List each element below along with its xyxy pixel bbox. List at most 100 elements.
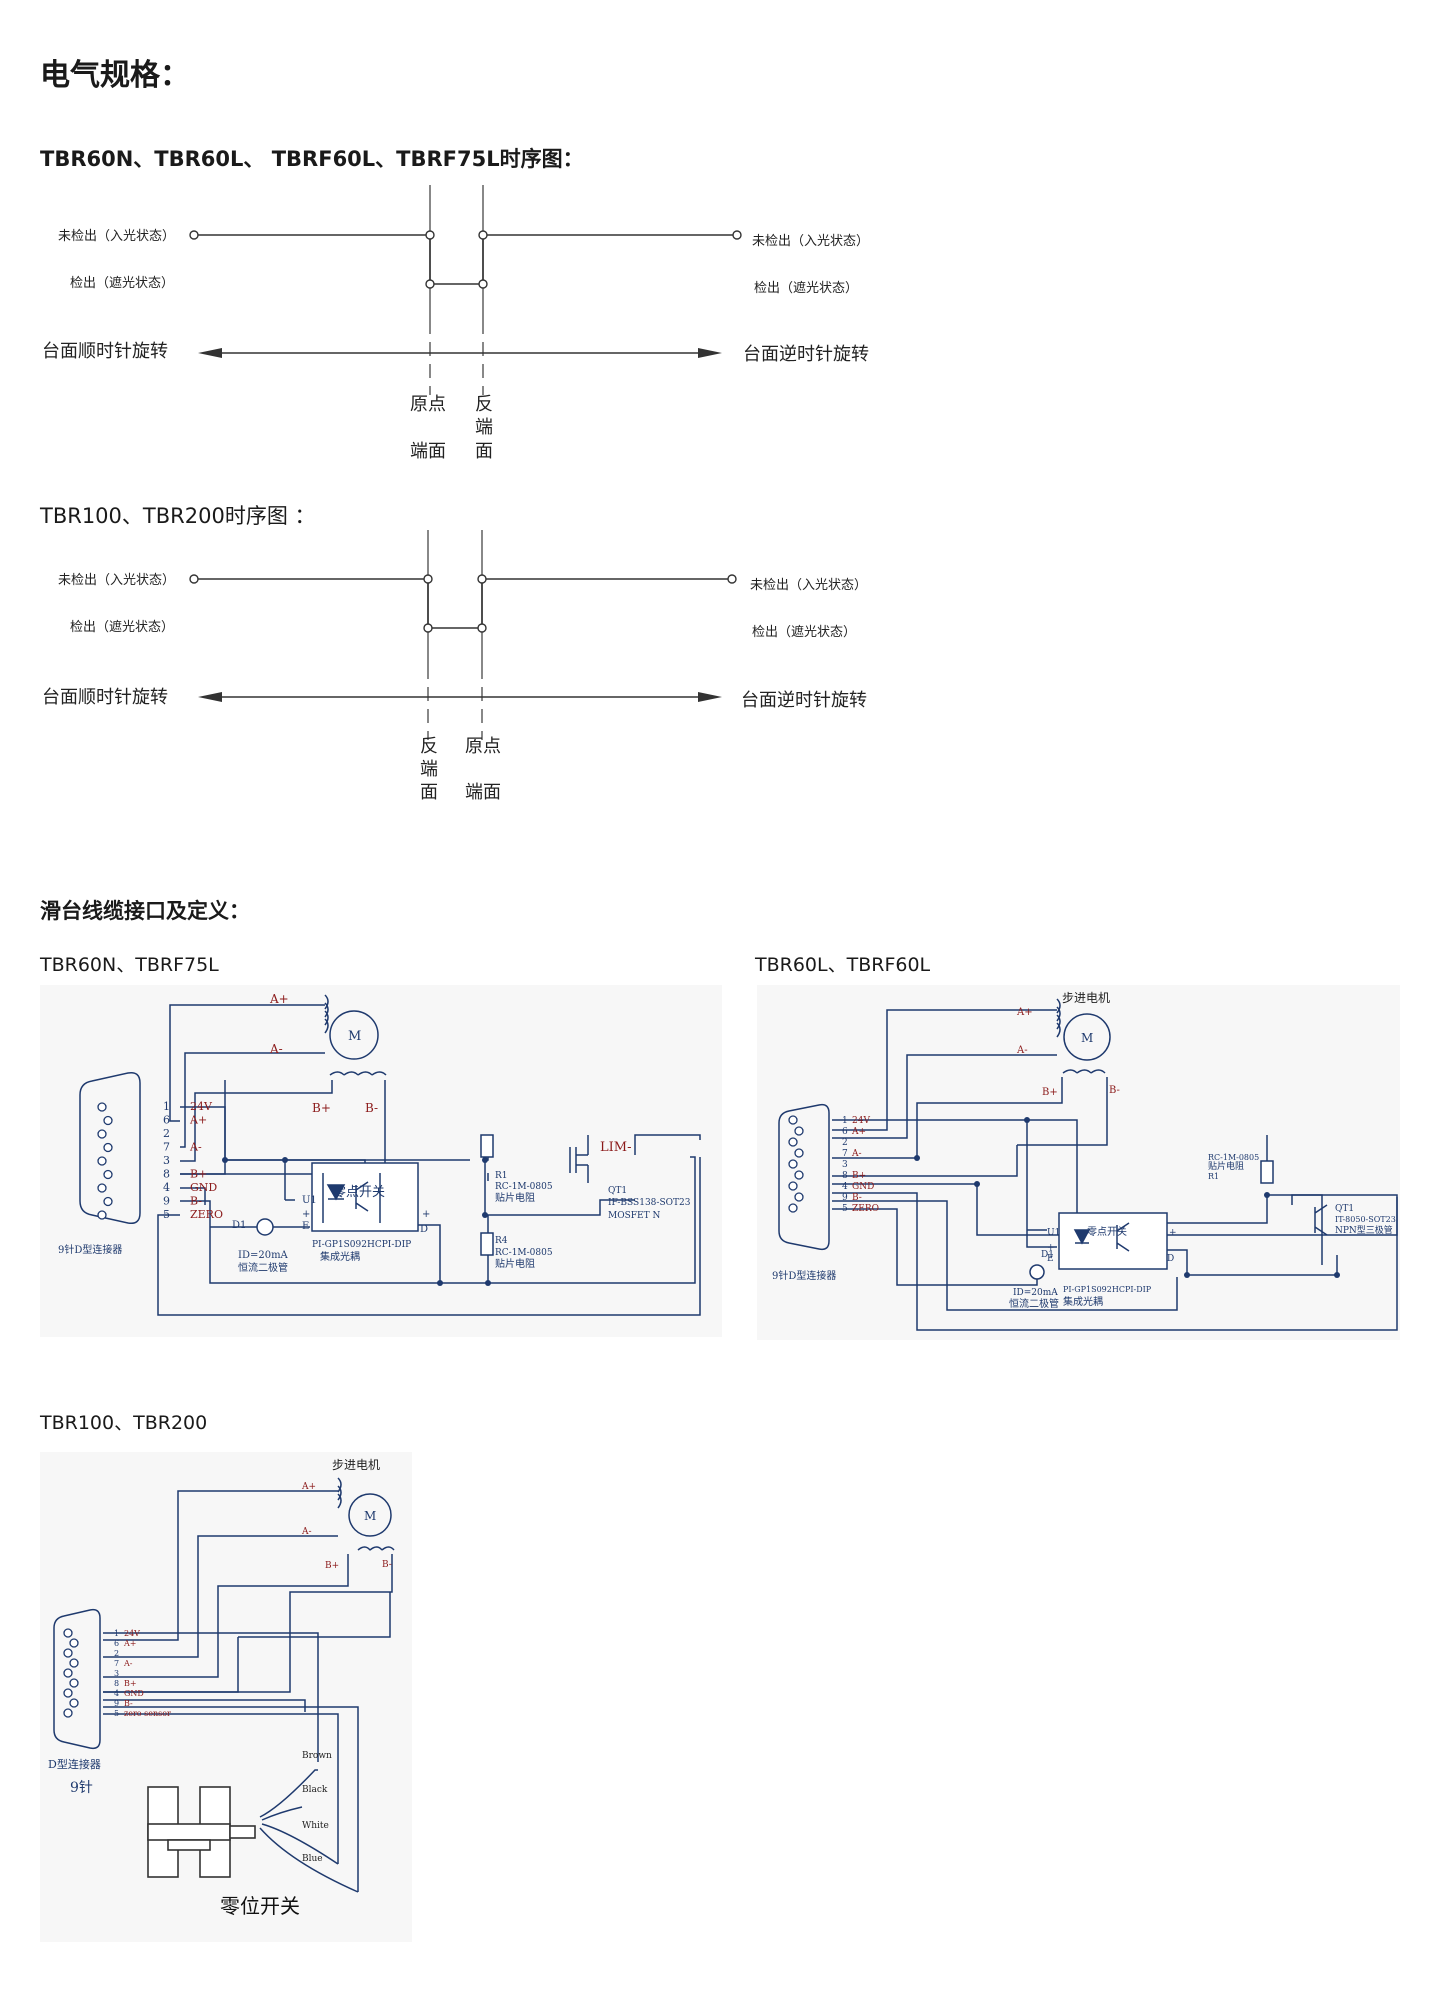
connector-pin-1 [788, 1115, 798, 1125]
t1-label-origin-2: 端面 [410, 441, 446, 462]
svg-text:+: + [302, 1209, 310, 1220]
motor-circle [1063, 1013, 1111, 1061]
resistor-r1 [1260, 1160, 1274, 1184]
main-heading: 电气规格： [40, 58, 190, 93]
coil-a-icon [1056, 998, 1061, 1038]
svg-text:A-: A- [301, 1527, 312, 1537]
timing1-heading: TBR60N、TBR60L、 TBRF60L、TBRF75L时序图： [40, 147, 584, 171]
signal-start-dot [189, 230, 199, 240]
pin-label-7: A- [851, 1149, 862, 1159]
timing-diagram-2: 未检出（入光状态） 检出（遮光状态） 未检出（入光状态） 检出（遮光状态） 台面… [42, 530, 867, 803]
pin-number-7: 7 [114, 1659, 119, 1668]
pin-label-9: B- [124, 1699, 133, 1708]
pin-label-1: 24V [852, 1116, 870, 1126]
connector-pin-5 [788, 1203, 798, 1213]
svg-text:步进电机: 步进电机 [332, 1458, 380, 1472]
svg-text:集成光耦: 集成光耦 [1063, 1295, 1103, 1308]
pin-number-3: 3 [842, 1160, 848, 1170]
svg-text:IT-8050-SOT23: IT-8050-SOT23 [1335, 1215, 1396, 1224]
pin-label-6: A+ [851, 1127, 866, 1137]
pin-number-9: 9 [114, 1699, 119, 1708]
pin-label-5: zero sensor [124, 1709, 171, 1718]
diode-d1 [1029, 1264, 1045, 1280]
connector-pin-6 [794, 1126, 804, 1136]
svg-text:RC-1M-0805: RC-1M-0805 [495, 1248, 553, 1258]
signal-waveform-2 [198, 578, 728, 629]
pin-label-6: A+ [123, 1639, 136, 1648]
c2-motor: M [1081, 1031, 1093, 1045]
svg-text:贴片电阻: 贴片电阻 [495, 1257, 535, 1270]
connector-pin-7 [69, 1658, 79, 1668]
pin-label-4: GND [852, 1182, 874, 1192]
svg-text:U1: U1 [302, 1195, 317, 1206]
optocoupler-u1 [311, 1162, 419, 1232]
model-label-2: TBR60L、TBRF60L [755, 954, 931, 976]
svg-text:RC-1M-0805: RC-1M-0805 [1208, 1153, 1259, 1162]
svg-text:Black: Black [302, 1785, 328, 1795]
timing2-heading: TBR100、TBR200时序图 ： [40, 504, 316, 528]
cable-heading: 滑台线缆接口及定义： [40, 899, 250, 923]
svg-text:B+: B+ [325, 1561, 339, 1571]
zero-switch-sensor-icon [147, 1786, 256, 1878]
pin-number-8: 8 [842, 1171, 848, 1181]
pin-number-7: 7 [163, 1141, 170, 1154]
pin-number-6: 6 [842, 1127, 848, 1137]
t2-rot-left: 台面顺时针旋转 [42, 687, 168, 708]
pin-number-8: 8 [114, 1679, 119, 1688]
d-connector-shape [778, 1103, 830, 1251]
t1-detected-left: 检出（遮光状态） [70, 275, 174, 291]
c1-u1-name: 集成光耦 [320, 1250, 360, 1263]
pin-number-8: 8 [163, 1168, 170, 1181]
diode-d1 [256, 1218, 274, 1236]
svg-text:MOSFET N: MOSFET N [608, 1211, 660, 1221]
t2-label-origin-2: 端面 [465, 782, 501, 803]
pin-number-9: 9 [842, 1193, 848, 1203]
svg-text:贴片电阻: 贴片电阻 [1208, 1160, 1244, 1172]
c1-lim: LIM- [600, 1140, 631, 1155]
c3-zero-switch: 零位开关 [220, 1894, 300, 1918]
connector-pin-2 [97, 1129, 107, 1139]
t2-detected-right: 检出（遮光状态） [752, 624, 856, 640]
pin-number-3: 3 [114, 1669, 119, 1678]
pin-number-1: 1 [114, 1629, 119, 1638]
connector-pin-2 [788, 1137, 798, 1147]
connector-pin-8 [69, 1678, 79, 1688]
t1-detected-right: 检出（遮光状态） [754, 280, 858, 296]
pin-label-6: A+ [189, 1114, 207, 1127]
c1-b-minus: B- [365, 1101, 378, 1115]
connector-pin-4 [97, 1183, 107, 1193]
t1-label-rev-1: 反 [475, 394, 493, 415]
pin-label-7: A- [123, 1659, 133, 1668]
connector-pin-8 [794, 1170, 804, 1180]
svg-text:恒流二极管: 恒流二极管 [1009, 1297, 1059, 1310]
resistor-r4 [480, 1232, 494, 1256]
pin-label-9: B- [852, 1193, 862, 1203]
led-icon [1073, 1229, 1091, 1245]
svg-text:White: White [302, 1821, 329, 1831]
svg-text:A+: A+ [301, 1482, 316, 1492]
t1-undetected-left: 未检出（入光状态） [58, 229, 175, 244]
connector-pin-3 [63, 1668, 73, 1678]
motor-circle [329, 1010, 379, 1060]
pin-number-4: 4 [842, 1182, 848, 1192]
connector-pin-1 [97, 1102, 107, 1112]
connector-pin-6 [103, 1115, 113, 1126]
svg-text:Blue: Blue [302, 1854, 323, 1864]
arrow-left-icon [198, 348, 222, 358]
t1-rot-left: 台面顺时针旋转 [42, 341, 168, 362]
arrow-right-icon [698, 692, 722, 702]
c3-connector-label: D型连接器 [48, 1757, 101, 1771]
svg-text:D: D [420, 1224, 428, 1235]
resistor-r1 [480, 1134, 494, 1158]
pin-number-4: 4 [114, 1689, 119, 1698]
svg-text:A-: A- [1016, 1045, 1028, 1056]
pin-label-9: B- [190, 1195, 202, 1208]
connector-pin-5 [63, 1708, 73, 1718]
svg-text:D1: D1 [232, 1220, 246, 1231]
pin-label-5: ZERO [852, 1204, 879, 1214]
signal-end-dot [732, 230, 742, 240]
